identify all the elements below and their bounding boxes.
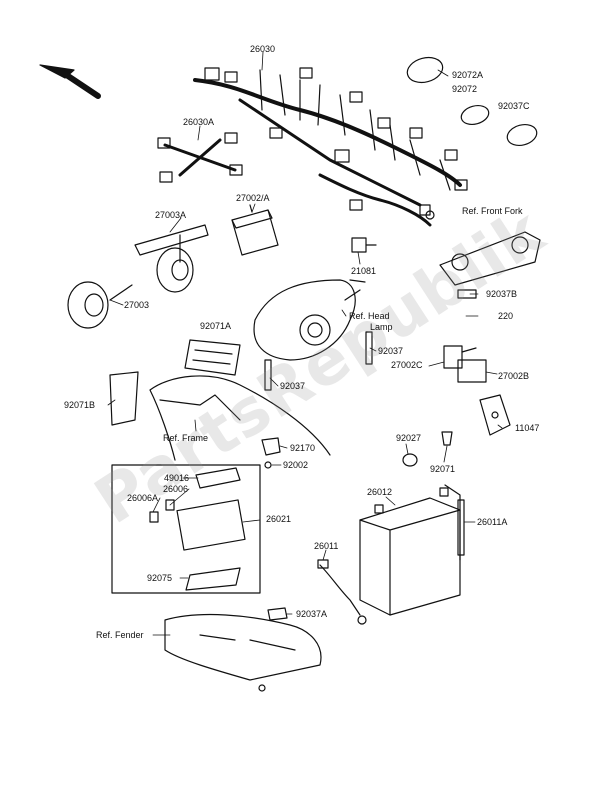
label-26021: 26021 (266, 514, 292, 524)
label-26006: 26006 (163, 484, 189, 494)
label-11047: 11047 (515, 423, 540, 433)
direction-arrow-icon (39, 64, 101, 99)
leader-lines (107, 51, 503, 636)
frame-part (149, 375, 331, 461)
label-26011: 26011 (314, 541, 339, 551)
label-27002b: 27002B (498, 371, 530, 381)
horn-assembly (67, 224, 209, 329)
bracket-11047 (479, 394, 511, 436)
fork-bracket (439, 231, 541, 299)
label-27002c: 27002C (391, 360, 423, 370)
wiring-harness-sub (157, 132, 243, 183)
label-92170: 92170 (290, 443, 316, 453)
label-92037a: 92037A (296, 609, 328, 619)
grommets (402, 431, 453, 467)
cover-92071b (109, 371, 139, 426)
label-92071b: 92071B (64, 400, 96, 410)
label-92071: 92071 (430, 464, 456, 474)
label-92037-right: 92037 (378, 346, 404, 356)
label-26011a: 26011A (477, 517, 508, 527)
rubber-cover (184, 339, 241, 376)
label-92071a: 92071A (200, 321, 232, 331)
wiring-harness-main (193, 67, 468, 227)
relays-small (443, 345, 487, 383)
label-92072a: 92072A (452, 70, 484, 80)
label-220: 220 (498, 311, 514, 321)
relay-box (231, 204, 279, 256)
battery (359, 487, 461, 616)
label-27002a: 27002/A (236, 193, 270, 203)
label-92027: 92027 (396, 433, 422, 443)
battery-cable-positive (444, 484, 465, 561)
label-49016: 49016 (164, 473, 190, 483)
rear-fender (164, 613, 322, 692)
headlamp-housing (253, 279, 366, 361)
label-92075: 92075 (147, 573, 173, 583)
junction-box-group (111, 464, 261, 594)
label-ref-fender: Ref. Fender (96, 630, 144, 640)
label-ref-front-fork: Ref. Front Fork (462, 206, 523, 216)
label-27003: 27003 (124, 300, 150, 310)
label-92037c: 92037C (498, 101, 530, 111)
label-92072: 92072 (452, 84, 478, 94)
label-26006a: 26006A (127, 493, 159, 503)
label-26030: 26030 (250, 44, 276, 54)
label-21081: 21081 (351, 266, 377, 276)
label-92002: 92002 (283, 460, 309, 470)
band-clamps (406, 56, 538, 147)
label-ref-frame: Ref. Frame (163, 433, 209, 443)
clamp-92170 (261, 437, 281, 469)
straps (264, 331, 373, 391)
label-92037b: 92037B (486, 289, 518, 299)
label-27003a: 27003A (155, 210, 187, 220)
label-ref-head: Ref. Head (349, 311, 390, 321)
strap-92037a (267, 607, 288, 621)
label-26012: 26012 (367, 487, 393, 497)
label-26030a: 26030A (183, 117, 215, 127)
resistor-part (351, 237, 377, 253)
label-92037-left: 92037 (280, 381, 306, 391)
label-lamp: Lamp (370, 322, 393, 332)
